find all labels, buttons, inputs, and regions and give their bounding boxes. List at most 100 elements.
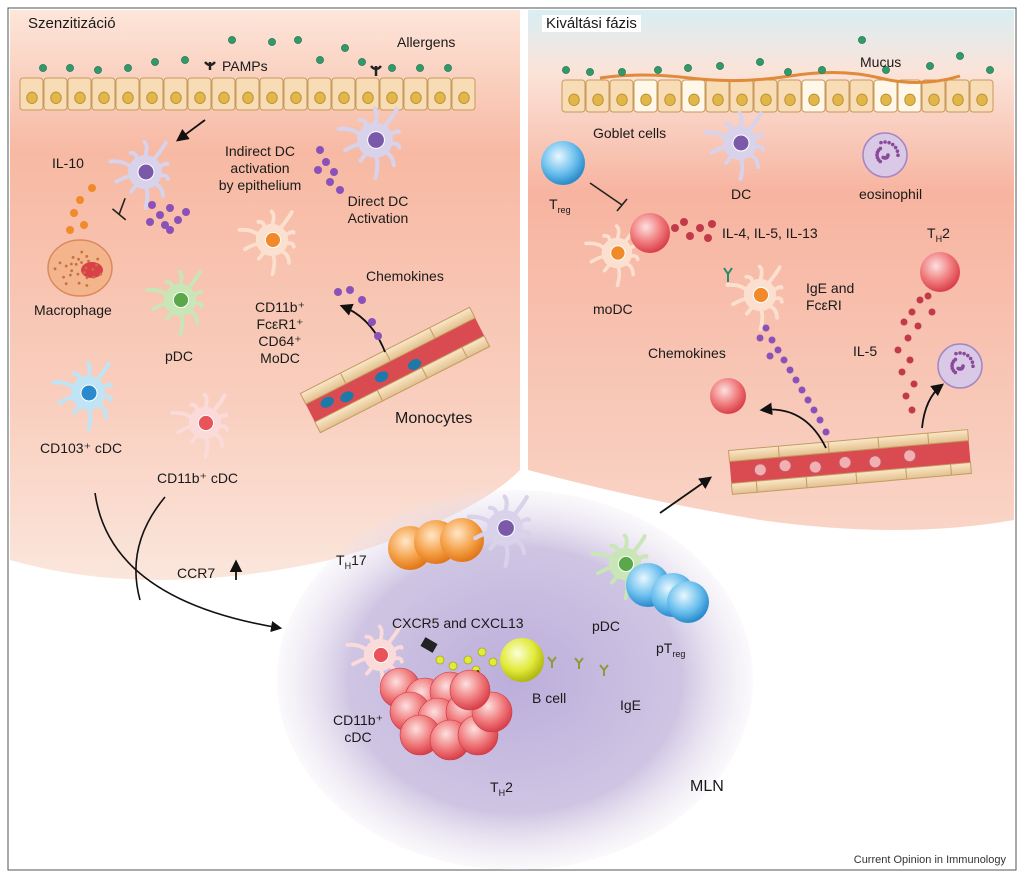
dendrite [373, 152, 380, 180]
cytokine-dot [906, 356, 914, 364]
granule [890, 142, 895, 147]
granule [70, 269, 74, 273]
cell-nucleus [137, 163, 155, 181]
allergen-dot [818, 66, 826, 74]
allergen-dot [151, 58, 159, 66]
cell-nucleus [832, 93, 844, 106]
granule [896, 153, 900, 158]
dendrite [738, 154, 745, 181]
cell-nucleus [880, 93, 892, 106]
granule [69, 273, 72, 277]
cell-nucleus [218, 91, 230, 104]
granule [962, 351, 966, 356]
allergen-dot [39, 64, 47, 72]
direct-dc-cell [336, 106, 402, 180]
mln-dc-cell [466, 494, 532, 568]
cytokine-dot [330, 168, 338, 176]
ige-receptor-icon [723, 267, 733, 282]
th17-label: TH17 [336, 552, 367, 571]
ige-fceri-dc-cell [725, 264, 784, 332]
granule [99, 272, 103, 276]
right-blood-vessel [727, 429, 973, 495]
granule [64, 282, 68, 286]
granule [80, 261, 83, 264]
granule [970, 360, 975, 364]
right-dc-cell [703, 111, 765, 181]
chemokine-dot [762, 324, 770, 332]
granule [87, 259, 90, 263]
granule [883, 140, 887, 144]
chemokine-dot [816, 416, 824, 424]
credit-label: Current Opinion in Immunology [853, 854, 1006, 866]
modc-label: CD11b⁺ FcεR1⁺ CD64⁺ MoDC [255, 299, 305, 366]
mucus-label: Mucus [860, 54, 902, 70]
cytokine-dot [161, 221, 169, 229]
granule [69, 262, 73, 266]
granule [85, 276, 89, 280]
cytokine-dot [326, 178, 334, 186]
mucus-layer [599, 70, 961, 84]
cell-nucleus [664, 93, 676, 106]
granule [74, 262, 78, 266]
pamp-receptor-icon [204, 61, 382, 76]
cytokine-dot [904, 334, 912, 342]
eosinophil-label: eosinophil [859, 186, 923, 202]
dendrite [615, 263, 622, 288]
cytokine-dot [316, 146, 324, 154]
cytokine-dot [146, 218, 154, 226]
recruited-cell [710, 378, 746, 414]
modc-cell [237, 209, 296, 277]
granule [82, 271, 86, 274]
pdc-left-label: pDC [165, 348, 194, 364]
cd11b-cdc-label: CD11b⁺ cDC [157, 470, 239, 486]
allergen-dot [444, 64, 452, 72]
chemokines-right-label: Chemokines [648, 345, 726, 361]
cytokine-dot [704, 234, 712, 242]
cell-nucleus [338, 91, 350, 104]
eosinophil-cell-lower [937, 343, 983, 389]
granule [893, 145, 898, 150]
modc-right-label: moDC [593, 301, 633, 317]
left-tissue-background [10, 10, 520, 580]
cell-nucleus [98, 91, 110, 104]
ige-fceri-label: IgE and FcεRI [806, 280, 855, 313]
granule [62, 275, 65, 279]
cytokine-dot [908, 406, 916, 414]
cytokine-dot [314, 166, 322, 174]
cell-nucleus [640, 93, 652, 106]
cell-nucleus [688, 93, 700, 106]
chemokine-dot [766, 352, 774, 360]
vessel-to-eosinophil-arrow [921, 383, 945, 429]
inhibition-bar [111, 197, 127, 221]
granule [53, 267, 57, 271]
cytokine-dot [174, 216, 182, 224]
dendrite [86, 404, 93, 431]
cell-nucleus [122, 91, 134, 104]
goblet-cells-label: Goblet cells [593, 125, 667, 141]
cytokine-dot [671, 224, 679, 232]
chemokine-dot [804, 396, 812, 404]
allergen-dot [66, 64, 74, 72]
allergen-dot [316, 56, 324, 64]
granule [954, 351, 958, 356]
granule [965, 353, 970, 358]
allergen-dot [228, 36, 236, 44]
allergens-label: Allergens [397, 34, 456, 50]
cell-nucleus [617, 555, 635, 573]
cd11b-cdc-cell [170, 392, 229, 460]
chemokine-dots-left [334, 286, 382, 340]
cytokine-dot [686, 232, 694, 240]
granule [80, 250, 84, 254]
cytokine-dot [166, 226, 174, 234]
chemokine-dot [786, 366, 794, 374]
cell-nucleus [146, 91, 158, 104]
ptreg-label: pTreg [656, 640, 686, 659]
cell-nucleus [50, 91, 62, 104]
mln-th2-label: TH2 [490, 779, 513, 798]
macrophage-cell [47, 239, 113, 297]
cell-nucleus [197, 414, 215, 432]
allergen-dot [684, 64, 692, 72]
chemokine-arrow-left [339, 303, 386, 353]
chemokine-dot [768, 336, 776, 344]
cell-nucleus [568, 93, 580, 106]
